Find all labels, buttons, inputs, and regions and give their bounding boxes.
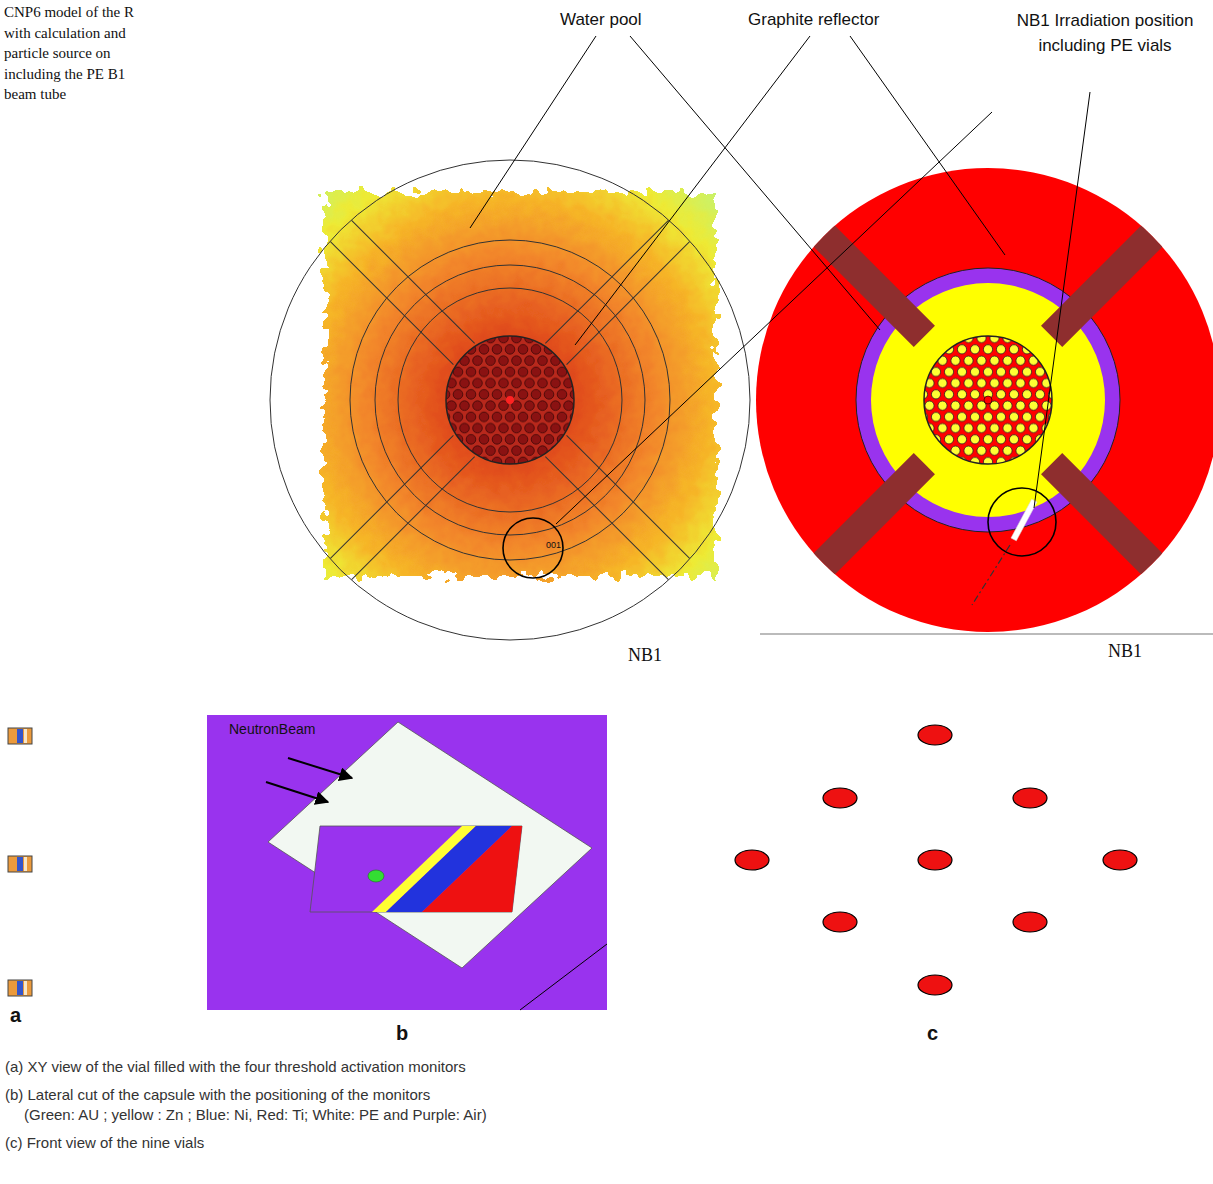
part-label: Graphite reflector	[748, 10, 879, 30]
vial	[918, 975, 952, 995]
caption-line: (Green: AU ; yellow : Zn ; Blue: Ni, Red…	[24, 1106, 487, 1123]
vial	[918, 850, 952, 870]
leader-lines	[470, 36, 1090, 524]
monitor-foils	[372, 826, 610, 912]
capsule-cut	[207, 715, 610, 1010]
beam-tube	[545, 220, 689, 364]
vial-icons	[8, 728, 32, 996]
beam-arrow	[266, 782, 328, 802]
reactor-core	[924, 336, 1052, 464]
vial	[1103, 850, 1137, 870]
geometry-plot	[756, 168, 1213, 634]
pool-boundary	[270, 160, 750, 640]
vial	[918, 725, 952, 745]
reactor-core	[446, 336, 574, 464]
vial-array	[735, 725, 1137, 995]
plot-frame	[760, 633, 1213, 635]
vial-icon	[8, 980, 32, 996]
vial	[823, 788, 857, 808]
vial	[823, 912, 857, 932]
reflector-ring	[398, 288, 622, 512]
core-center	[984, 396, 992, 404]
beam-tube	[330, 220, 474, 364]
pe-vials	[1011, 499, 1037, 541]
beam-arrow	[288, 758, 352, 778]
vial	[1013, 912, 1047, 932]
water-pool	[756, 168, 1213, 632]
beam-tube-label: NB1	[1108, 641, 1142, 662]
caption-line: (b) Lateral cut of the capsule with the …	[5, 1086, 430, 1103]
beam-tube-label: NB1	[628, 645, 662, 666]
panel-letter: c	[927, 1022, 938, 1045]
core-outline	[446, 336, 574, 464]
vial-icon	[8, 856, 32, 872]
flux-heatmap	[324, 192, 716, 576]
pe-capsule	[268, 722, 592, 968]
caption-line: (c) Front view of the nine vials	[5, 1134, 204, 1151]
reflector-ring	[350, 240, 670, 560]
air-ground	[207, 715, 607, 1010]
fuel-pins	[924, 336, 1052, 464]
figure-caption: CNP6 model of the R with calculation and…	[4, 2, 138, 105]
flux-map-plot	[270, 160, 750, 640]
fuel-pins	[446, 336, 574, 464]
part-label: NB1 Irradiation position including PE vi…	[1010, 8, 1200, 58]
core-center	[506, 396, 514, 404]
beam-label: NeutronBeam	[229, 721, 315, 737]
cut-line	[520, 944, 607, 1010]
vial	[1013, 788, 1047, 808]
beam-axis	[972, 545, 1010, 605]
caption-line: (a) XY view of the vial filled with the …	[5, 1058, 466, 1075]
vial	[735, 850, 769, 870]
beam-tubes	[801, 213, 1176, 588]
nb1-position-circle	[503, 518, 563, 578]
core-outline	[924, 336, 1052, 464]
ti-foil	[422, 826, 610, 912]
nb1-position-circle	[988, 488, 1056, 556]
panel-letter: b	[396, 1022, 408, 1045]
beam-tube	[545, 435, 689, 579]
vial-icon	[8, 728, 32, 744]
part-label: Water pool	[560, 10, 642, 30]
panel-letter: a	[10, 1004, 21, 1027]
au-monitor	[368, 870, 384, 882]
beam-tube	[330, 435, 474, 579]
tally-number: 001	[546, 540, 561, 550]
capsule-panel: NeutronBeam	[207, 715, 607, 1010]
